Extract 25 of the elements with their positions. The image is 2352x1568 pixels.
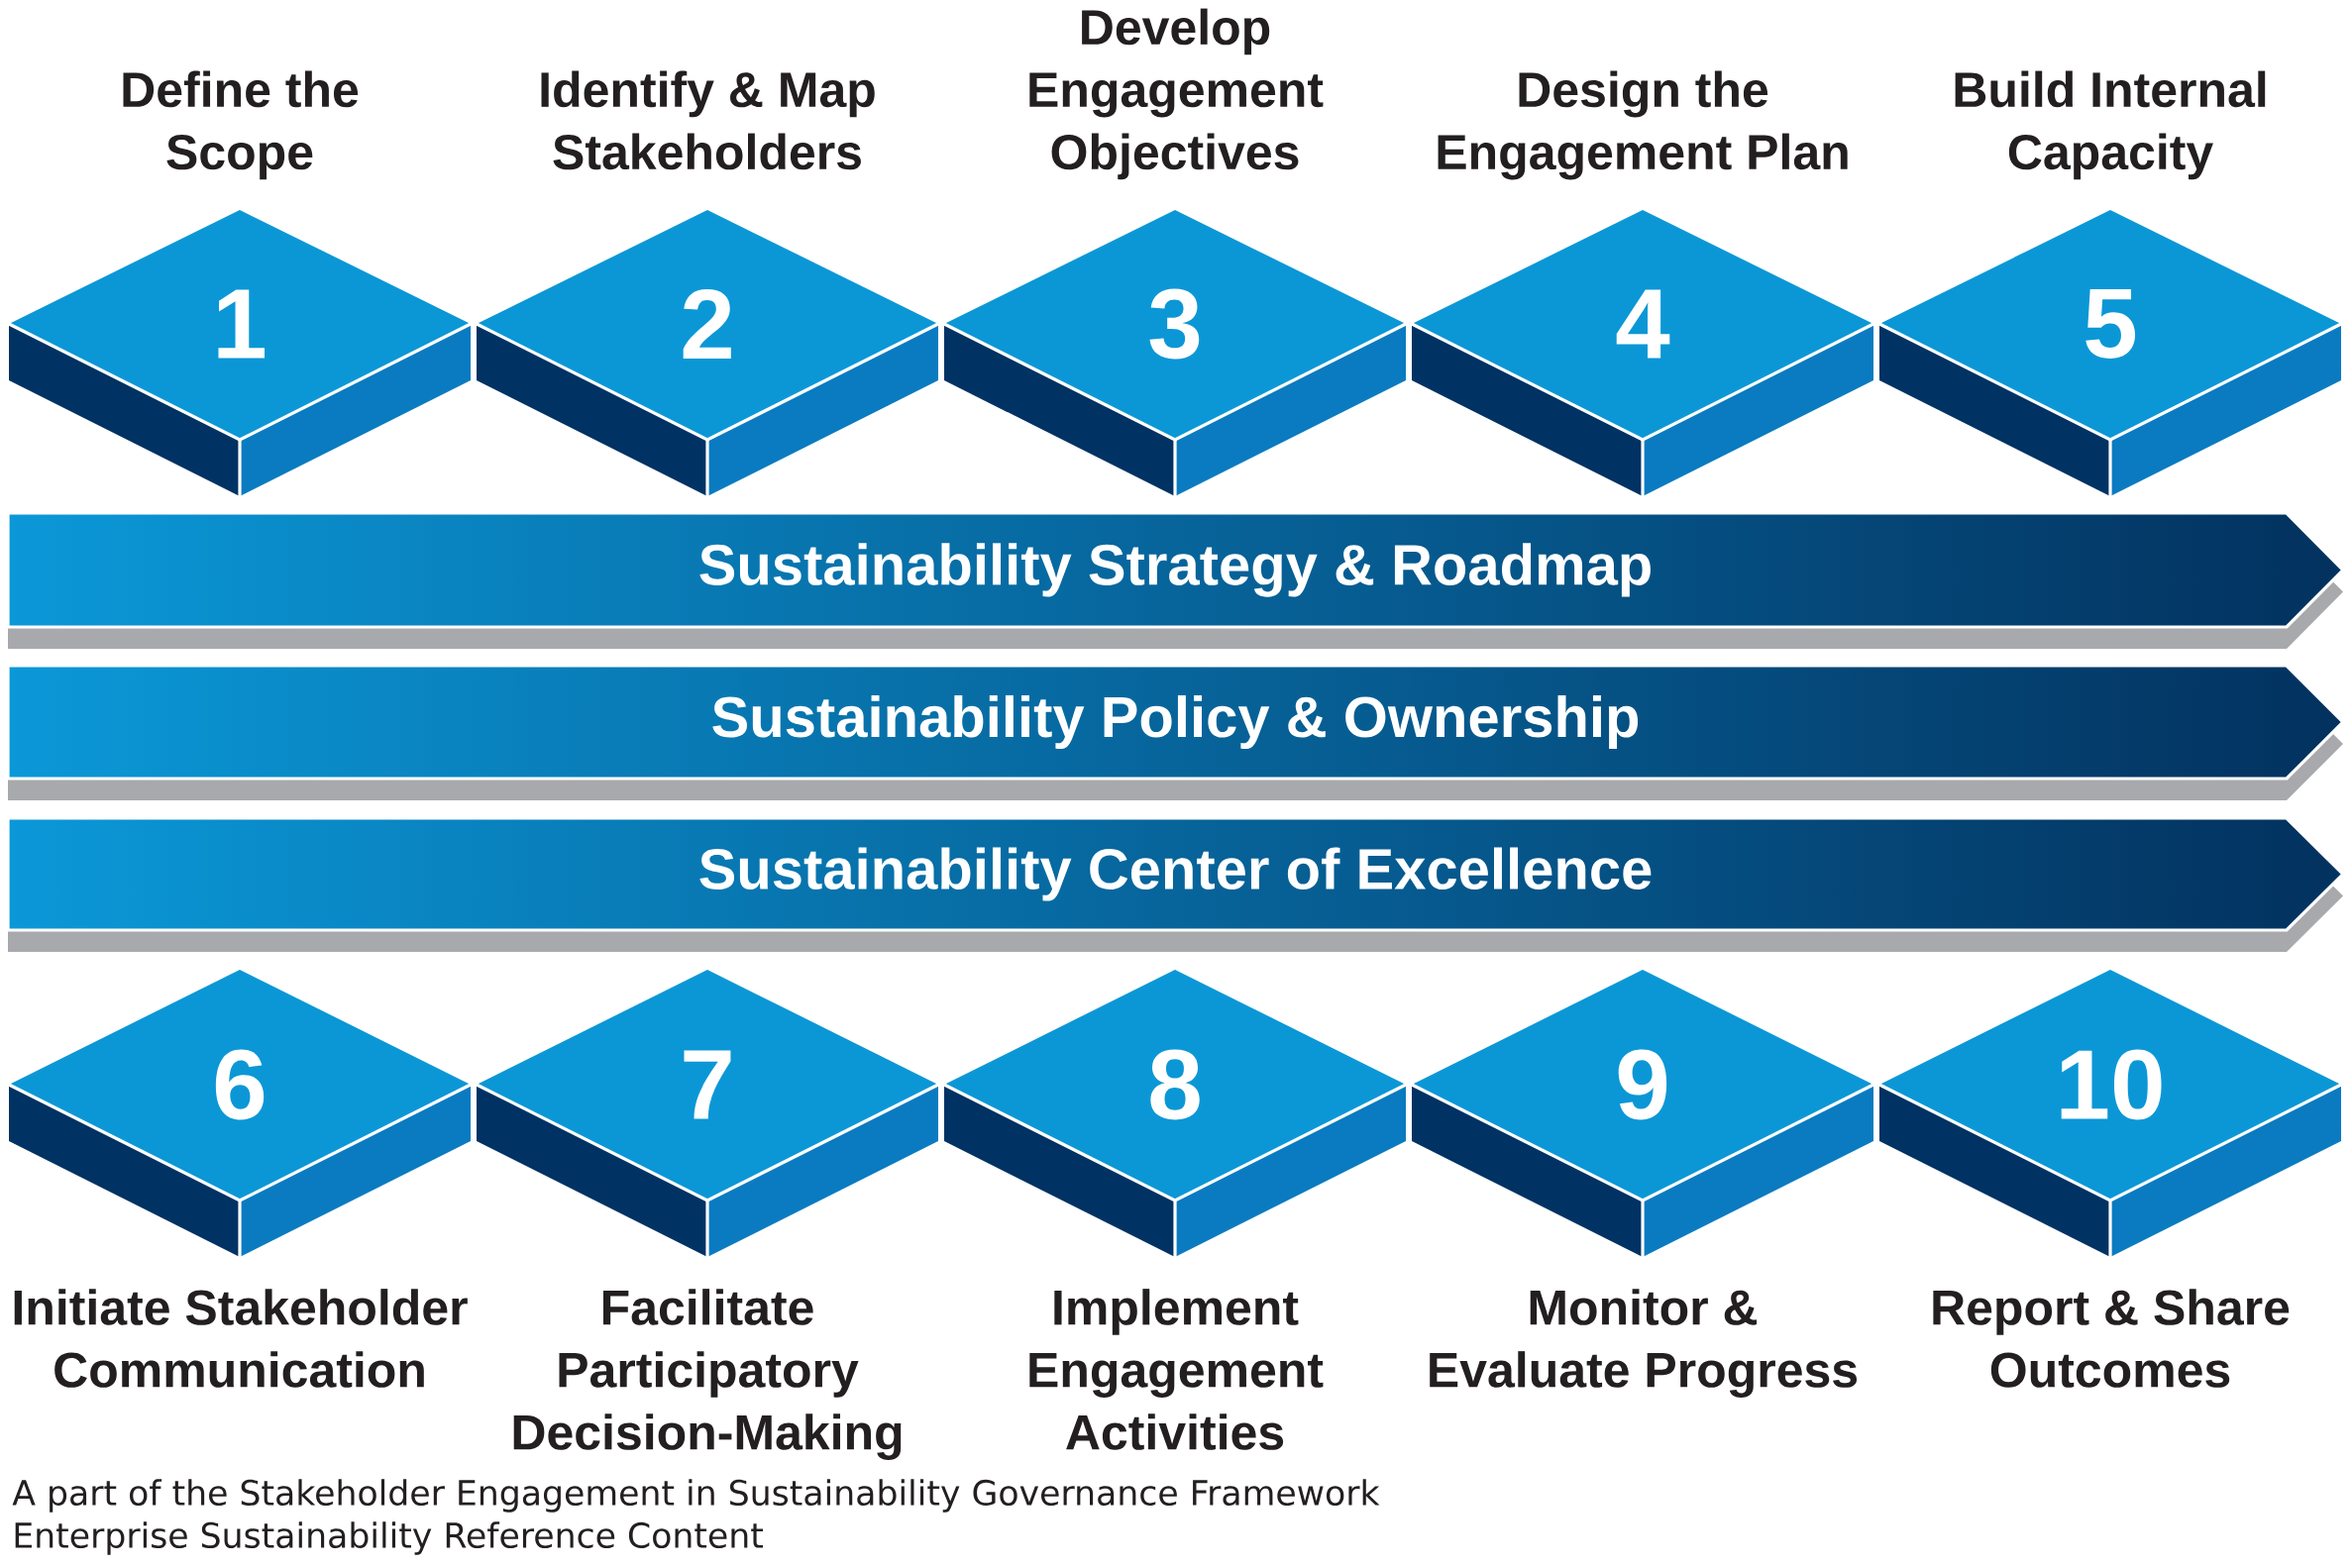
arrow-band: Sustainability Policy & Ownership bbox=[6, 664, 2346, 800]
step-tile: 2 bbox=[476, 210, 939, 496]
arrow-band: Sustainability Center of Excellence bbox=[6, 816, 2346, 952]
step-tile: 6 bbox=[8, 970, 472, 1257]
step-tile: 10 bbox=[1878, 970, 2342, 1257]
step-tile: 8 bbox=[943, 970, 1407, 1257]
step-title: Identify & Map Stakeholders bbox=[541, 70, 875, 170]
step-title: Develop Engagement Objectives bbox=[1029, 8, 1324, 180]
arrow-band: Sustainability Strategy & Roadmap bbox=[6, 511, 2346, 649]
step-tile: 7 bbox=[476, 970, 939, 1257]
step-title: Facilitate Participatory Decision-Making bbox=[513, 1289, 902, 1460]
step-tile: 3 bbox=[943, 210, 1407, 496]
step-tile: 9 bbox=[1411, 970, 1874, 1257]
step-title: Initiate Stakeholder Communication bbox=[14, 1289, 468, 1388]
step-title: Monitor & Evaluate Progress bbox=[1430, 1289, 1858, 1398]
step-title: Implement Engagement Activities bbox=[1029, 1289, 1324, 1450]
footer-note: A part of the Stakeholder Engagement in Sustainability Governance Framework bbox=[12, 1479, 1380, 1513]
step-title: Define the Scope bbox=[123, 70, 359, 180]
step-title: Build Internal Capacity bbox=[1955, 70, 2266, 180]
step-title: Report & Share Outcomes bbox=[1933, 1289, 2290, 1388]
step-tile: 1 bbox=[8, 210, 472, 496]
step-title: Design the Engagement Plan bbox=[1438, 70, 1848, 180]
footer-note: Enterprise Sustainability Reference Content bbox=[15, 1521, 763, 1555]
step-tile: 5 bbox=[1878, 210, 2342, 496]
step-tile: 4 bbox=[1411, 210, 1874, 496]
